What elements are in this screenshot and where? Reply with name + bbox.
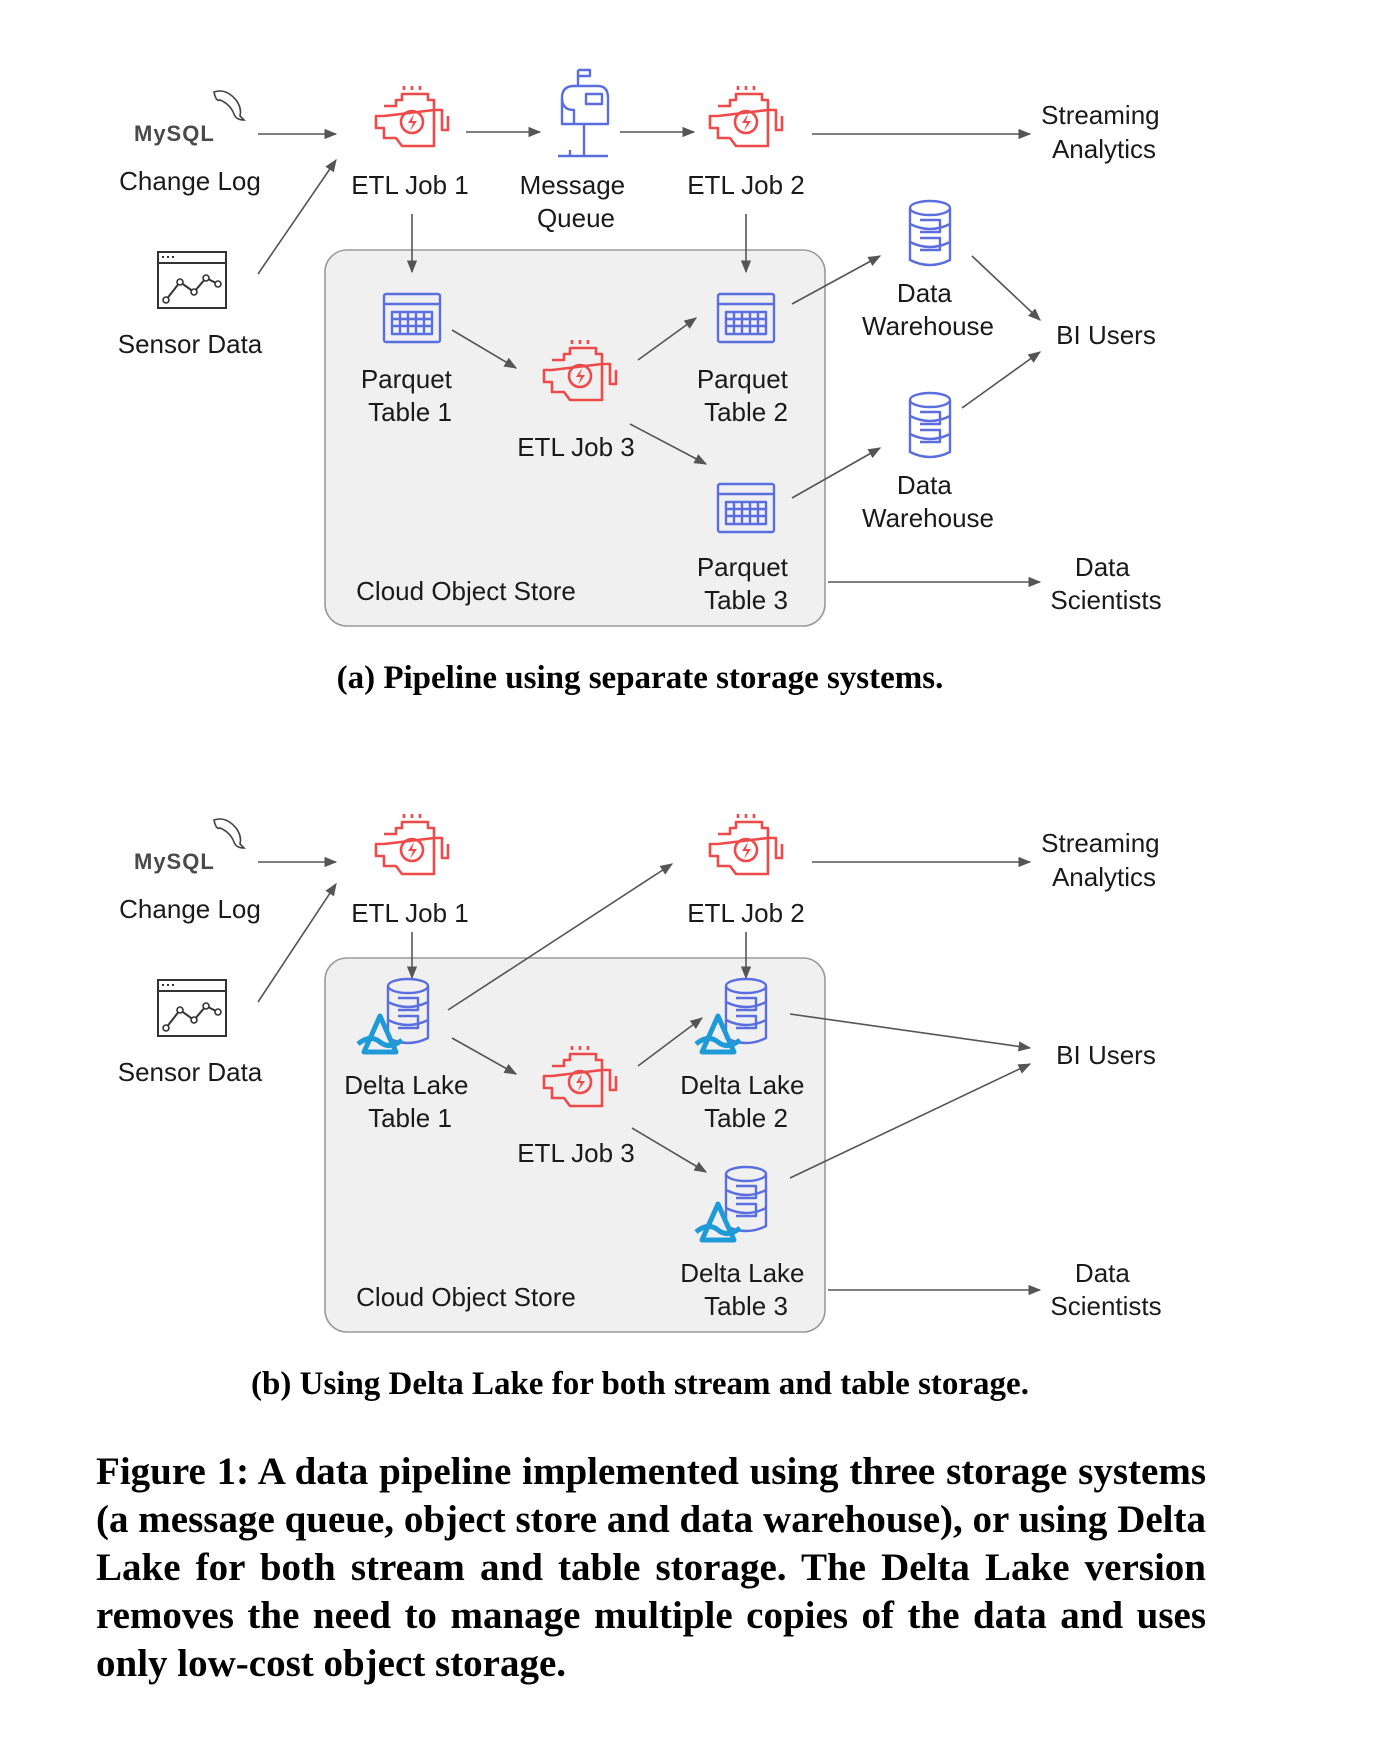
mysql-logo: MySQL xyxy=(134,121,215,146)
label-streaming-analytics: Streaming Analytics xyxy=(1041,100,1167,164)
label-bi-users: BI Users xyxy=(1056,1040,1156,1070)
label-delta-table-3: Delta Lake Table 3 xyxy=(680,1258,812,1321)
arrows-b xyxy=(257,856,1042,1296)
label-data-scientists: Data Scientists xyxy=(1050,1258,1161,1321)
arrows-a xyxy=(257,126,1042,588)
mysql-dolphin-icon xyxy=(213,818,245,849)
label-etl-job-3: ETL Job 3 xyxy=(517,432,635,462)
subcaption-a: (a) Pipeline using separate storage syst… xyxy=(337,660,944,696)
label-data-scientists: Data Scientists xyxy=(1050,552,1161,615)
label-sensor-data: Sensor Data xyxy=(118,329,263,359)
figure-diagram: MySQL Change Log Sensor Data ETL Job 1 M… xyxy=(118,68,1167,1402)
figure-caption: Figure 1: A data pipeline implemented us… xyxy=(96,1450,1206,1685)
etl-engine-icon xyxy=(708,812,784,876)
mysql-logo: MySQL xyxy=(134,849,215,874)
label-sensor-data: Sensor Data xyxy=(118,1057,263,1087)
label-etl-job-2: ETL Job 2 xyxy=(687,898,805,928)
label-bi-users: BI Users xyxy=(1056,320,1156,350)
panel-a: MySQL Change Log Sensor Data ETL Job 1 M… xyxy=(118,68,1167,696)
label-delta-table-1: Delta Lake Table 1 xyxy=(344,1070,476,1133)
label-parquet-table-3: Parquet Table 3 xyxy=(697,552,795,615)
sensor-monitor-icon xyxy=(157,979,227,1037)
etl-engine-icon xyxy=(708,84,784,148)
sensor-monitor-icon xyxy=(157,251,227,309)
label-cloud-object-store: Cloud Object Store xyxy=(356,576,576,606)
label-etl-job-3: ETL Job 3 xyxy=(517,1138,635,1168)
label-etl-job-1: ETL Job 1 xyxy=(351,898,469,928)
label-change-log: Change Log xyxy=(119,166,261,196)
database-icon xyxy=(908,199,952,267)
label-data-warehouse-2: Data Warehouse xyxy=(862,470,994,533)
etl-engine-icon xyxy=(374,812,450,876)
cloud-object-store-box xyxy=(324,249,826,627)
label-cloud-object-store: Cloud Object Store xyxy=(356,1282,576,1312)
mysql-dolphin-icon xyxy=(213,90,245,121)
label-parquet-table-1: Parquet Table 1 xyxy=(361,364,459,427)
label-streaming-analytics: Streaming Analytics xyxy=(1041,828,1167,892)
mailbox-icon xyxy=(556,68,610,158)
label-delta-table-2: Delta Lake Table 2 xyxy=(680,1070,812,1133)
subcaption-b: (b) Using Delta Lake for both stream and… xyxy=(251,1366,1029,1402)
label-change-log: Change Log xyxy=(119,894,261,924)
label-etl-job-2: ETL Job 2 xyxy=(687,170,805,200)
database-icon xyxy=(908,391,952,459)
label-etl-job-1: ETL Job 1 xyxy=(351,170,469,200)
label-message-queue: Message Queue xyxy=(520,170,633,233)
etl-engine-icon xyxy=(374,84,450,148)
label-parquet-table-2: Parquet Table 2 xyxy=(697,364,795,427)
label-data-warehouse-1: Data Warehouse xyxy=(862,278,994,341)
panel-b: MySQL Change Log Sensor Data ETL Job 1 E… xyxy=(118,812,1167,1402)
